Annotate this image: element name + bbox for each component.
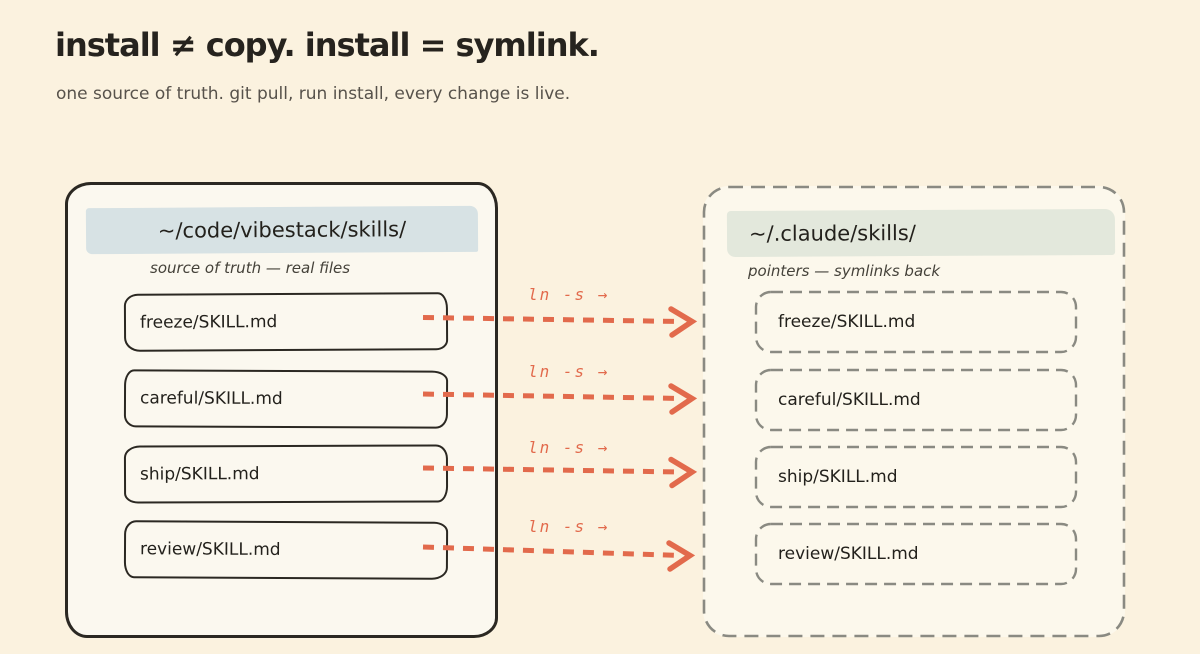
file-item: review/SKILL.md	[123, 520, 449, 580]
file-item-label: ship/SKILL.md	[139, 464, 260, 485]
ln-command-label: ln -s →	[528, 517, 610, 536]
page-subtitle: one source of truth. git pull, run insta…	[56, 84, 571, 104]
symlink-arrow-head	[666, 540, 696, 572]
symlink-arrow-head	[668, 456, 698, 489]
ln-command-label: ln -s →	[528, 438, 610, 457]
source-panel: ~/code/vibestack/skills/ source of truth…	[65, 182, 498, 638]
target-path: ~/.claude/skills/	[748, 221, 916, 246]
file-item-label: review/SKILL.md	[139, 539, 281, 560]
target-panel-header: ~/.claude/skills/	[726, 208, 1116, 258]
symlink-item-label: ship/SKILL.md	[778, 467, 898, 487]
ln-command-label: ln -s →	[528, 285, 610, 304]
symlink-item: review/SKILL.md	[756, 524, 1076, 584]
file-item: ship/SKILL.md	[123, 444, 449, 504]
source-path: ~/code/vibestack/skills/	[157, 217, 407, 243]
file-item-label: freeze/SKILL.md	[139, 312, 278, 333]
source-caption: source of truth — real files	[150, 259, 351, 277]
page-title: install ≠ copy. install = symlink.	[55, 26, 600, 64]
symlink-arrow-head	[668, 306, 698, 338]
symlink-item-label: careful/SKILL.md	[778, 390, 921, 410]
source-panel-header: ~/code/vibestack/skills/	[85, 205, 479, 255]
symlink-item: ship/SKILL.md	[756, 447, 1076, 507]
symlink-arrow-head	[668, 383, 698, 415]
target-caption: pointers — symlinks back	[748, 262, 941, 280]
file-item: careful/SKILL.md	[123, 369, 449, 429]
symlink-item: careful/SKILL.md	[756, 370, 1076, 430]
target-panel: ~/.claude/skills/ pointers — symlinks ba…	[703, 186, 1125, 637]
symlink-item: freeze/SKILL.md	[756, 292, 1076, 352]
file-item-label: careful/SKILL.md	[139, 388, 283, 409]
file-item: freeze/SKILL.md	[123, 292, 449, 352]
symlink-item-label: freeze/SKILL.md	[778, 312, 916, 332]
symlink-item-label: review/SKILL.md	[778, 544, 919, 564]
ln-command-label: ln -s →	[528, 362, 610, 381]
